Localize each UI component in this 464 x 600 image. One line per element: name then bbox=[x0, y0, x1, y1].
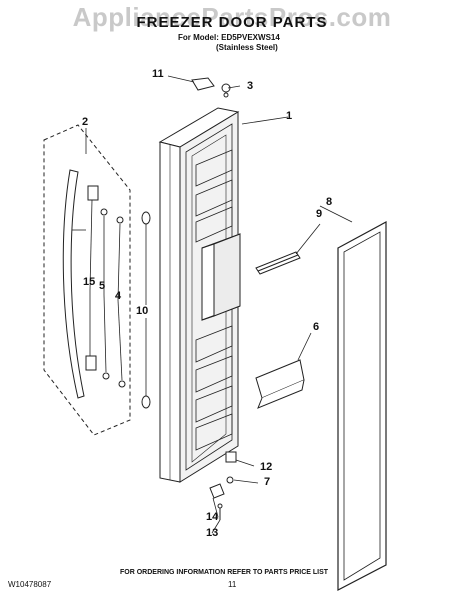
model-number: For Model: ED5PVEXWS14 bbox=[178, 33, 280, 42]
shelf-retainer bbox=[255, 251, 301, 275]
page-number: 11 bbox=[228, 580, 237, 589]
handle-screw-upper bbox=[100, 208, 108, 216]
door-bin bbox=[255, 359, 305, 409]
handle-cap-lower bbox=[85, 355, 97, 371]
callout-7: 7 bbox=[264, 476, 271, 488]
callout-3: 3 bbox=[247, 80, 254, 92]
handle-group-box bbox=[43, 124, 131, 436]
document-id: W10478087 bbox=[8, 580, 52, 589]
door-shelves-lower bbox=[195, 325, 233, 451]
model-finish: (Stainless Steel) bbox=[216, 43, 278, 52]
callout-14: 14 bbox=[206, 511, 219, 523]
callout-5: 5 bbox=[99, 280, 106, 292]
bottom-hinge-bushing bbox=[225, 451, 237, 463]
handle-screw-lower bbox=[102, 372, 110, 380]
door-plug-upper bbox=[141, 211, 151, 225]
handle-spacer-lower bbox=[118, 380, 126, 388]
callout-6: 6 bbox=[313, 321, 320, 333]
door-gasket bbox=[337, 220, 387, 591]
handle-spacer-upper bbox=[116, 216, 124, 224]
callout-8: 8 bbox=[326, 196, 333, 208]
callout-2: 2 bbox=[82, 116, 89, 128]
door-handle bbox=[62, 169, 85, 399]
callout-15: 15 bbox=[83, 276, 96, 288]
handle-cap-upper bbox=[87, 185, 99, 201]
leader-lines bbox=[72, 75, 353, 534]
hinge-cap bbox=[191, 77, 215, 91]
callout-13: 13 bbox=[206, 527, 219, 539]
door-shelves-upper bbox=[195, 149, 233, 243]
callout-1: 1 bbox=[286, 110, 293, 122]
ordering-note: FOR ORDERING INFORMATION REFER TO PARTS … bbox=[120, 569, 329, 576]
callout-10: 10 bbox=[136, 305, 149, 317]
callout-11: 11 bbox=[152, 68, 164, 80]
callout-12: 12 bbox=[260, 461, 273, 473]
page-title: FREEZER DOOR PARTS bbox=[136, 14, 328, 31]
callout-9: 9 bbox=[316, 208, 323, 220]
callout-4: 4 bbox=[115, 290, 122, 302]
bottom-hinge-screw bbox=[226, 476, 234, 484]
watermark: AppliancePartsPros.com bbox=[72, 2, 392, 32]
bottom-hinge bbox=[209, 483, 225, 499]
door-plug-lower bbox=[141, 395, 151, 409]
dispenser-housing bbox=[201, 233, 241, 321]
